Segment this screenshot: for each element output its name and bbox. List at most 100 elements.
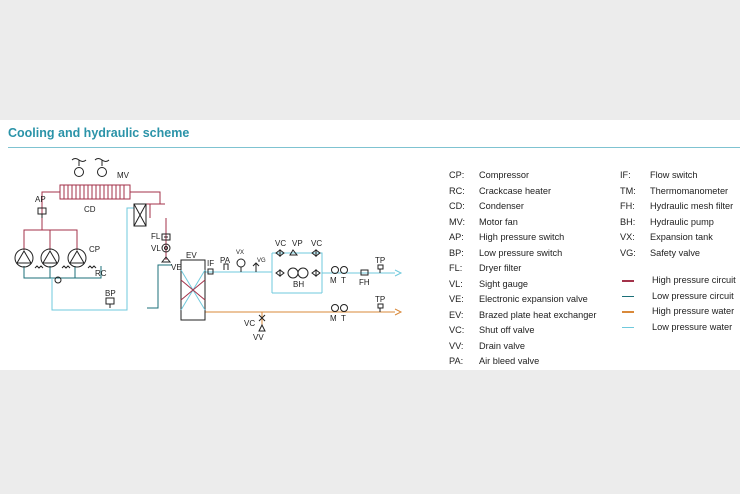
legend-description: Flow switch	[650, 170, 698, 180]
legend-description: Drain valve	[479, 340, 525, 351]
line-legend-description: High pressure circuit	[652, 275, 736, 285]
legend-description: Sight gauge	[479, 278, 529, 289]
scheme-panel: Cooling and hydraulic scheme	[0, 120, 740, 370]
legend-description: Low pressure switch	[479, 247, 563, 258]
label-vv: VV	[253, 333, 264, 342]
legend-description: Shut off valve	[479, 325, 535, 335]
hydraulic-diagram: MV AP CD CP RC BP FL VL VE EV IF PA VX V…	[14, 158, 403, 342]
outlet-arrow-icon	[394, 269, 403, 277]
label-m-2: M	[330, 314, 337, 323]
legend-description: Compressor	[479, 170, 530, 180]
legend-description: Expansion tank	[650, 232, 713, 242]
pump-icon	[275, 249, 321, 279]
legend-code: BP:	[449, 247, 464, 258]
label-vc-1: VC	[275, 239, 286, 248]
legend-code: BH:	[620, 216, 636, 227]
legend-description: High pressure switch	[479, 232, 565, 242]
legend-code: VC:	[449, 325, 465, 335]
legend-description: Air bleed valve	[479, 356, 540, 366]
dryer-filter-icon	[161, 233, 171, 241]
legend-code: CD:	[449, 201, 465, 211]
legend-code: FH:	[620, 201, 635, 211]
label-tp-2: TP	[375, 295, 385, 304]
label-tp-1: TP	[375, 256, 385, 265]
legend-description: Thermomanometer	[650, 185, 729, 196]
label-fl: FL	[151, 232, 161, 241]
plate-exchanger-icon	[180, 259, 206, 321]
mesh-filter-icon	[360, 269, 369, 276]
crankcase-heater-icon	[34, 265, 97, 284]
inlet-arrow-icon	[394, 308, 403, 316]
legend-description: Dryer filter	[479, 263, 522, 273]
condenser-coil-icon	[59, 184, 131, 200]
label-cd: CD	[84, 205, 96, 214]
legend-code: IF:	[620, 170, 631, 180]
legend-code: CP:	[449, 170, 465, 180]
line-swatch	[622, 295, 634, 297]
legend-code: VE:	[449, 294, 464, 304]
label-rc: RC	[95, 269, 107, 278]
label-if: IF	[207, 259, 214, 268]
line-swatch	[622, 326, 634, 328]
label-m-1: M	[330, 276, 337, 285]
label-cp: CP	[89, 245, 100, 254]
line-legend-description: High pressure water	[652, 306, 735, 316]
label-t-1: T	[341, 276, 346, 285]
label-mv: MV	[117, 171, 130, 180]
low-pressure-circuit-lines	[23, 264, 172, 309]
legend-code: PA:	[449, 356, 464, 366]
legend-description: Safety valve	[650, 247, 701, 258]
label-vc-2: VC	[311, 239, 322, 248]
pressure-switch-icon	[37, 207, 115, 308]
expansion-valve-icon	[160, 256, 172, 263]
label-bh: BH	[293, 280, 304, 289]
legend-description: Condenser	[479, 201, 524, 211]
label-vg: VG	[257, 258, 266, 264]
thermomanometer-icon	[331, 266, 348, 312]
label-bp: BP	[105, 289, 116, 298]
drain-valve-icon	[258, 314, 266, 332]
legend-code: VX:	[620, 232, 635, 242]
label-vp: VP	[292, 239, 303, 248]
legend-code: VG:	[620, 247, 636, 258]
label-ve: VE	[171, 263, 182, 272]
legend-description: Hydraulic mesh filter	[650, 201, 734, 211]
legend-code: VV:	[449, 340, 464, 351]
label-vc-3: VC	[244, 319, 255, 328]
motor-fan-icon	[71, 158, 110, 177]
label-vl: VL	[151, 244, 161, 253]
temperature-probe-icon	[377, 264, 384, 312]
flow-switch-icon	[207, 268, 214, 275]
line-legend-description: Low pressure water	[652, 321, 733, 332]
label-pa: PA	[220, 256, 231, 265]
expansion-tank-icon	[236, 258, 246, 272]
legend-code: RC:	[449, 185, 465, 196]
label-t-2: T	[341, 314, 346, 323]
title-divider	[8, 147, 740, 148]
line-legend-description: Low pressure circuit	[652, 290, 734, 301]
legend-code: FL:	[449, 263, 463, 273]
legend-description: Motor fan	[479, 216, 518, 227]
label-ev: EV	[186, 251, 197, 260]
line-swatch	[622, 280, 634, 282]
legend-description: Brazed plate heat exchanger	[479, 309, 597, 320]
air-bleed-valve-icon	[223, 263, 229, 270]
sight-glass-icon	[161, 243, 171, 253]
label-vx: VX	[236, 250, 244, 256]
line-swatch	[622, 311, 634, 313]
legend-code: TM:	[620, 185, 636, 196]
legend-code: VL:	[449, 278, 463, 289]
legend-description: Electronic expansion valve	[479, 294, 588, 304]
high-pressure-water-lines	[205, 311, 395, 325]
safety-valve-icon	[252, 262, 260, 272]
low-pressure-water-lines	[51, 207, 395, 311]
legend-code: EV:	[449, 309, 464, 320]
label-fh: FH	[359, 278, 370, 287]
compressor-icon	[14, 248, 87, 268]
legend-code: MV:	[449, 216, 465, 227]
economizer-icon	[133, 203, 147, 227]
legend-code: AP:	[449, 232, 464, 242]
section-title: Cooling and hydraulic scheme	[8, 126, 190, 140]
label-ap: AP	[35, 195, 46, 204]
legend-description: Crackcase heater	[479, 185, 552, 196]
